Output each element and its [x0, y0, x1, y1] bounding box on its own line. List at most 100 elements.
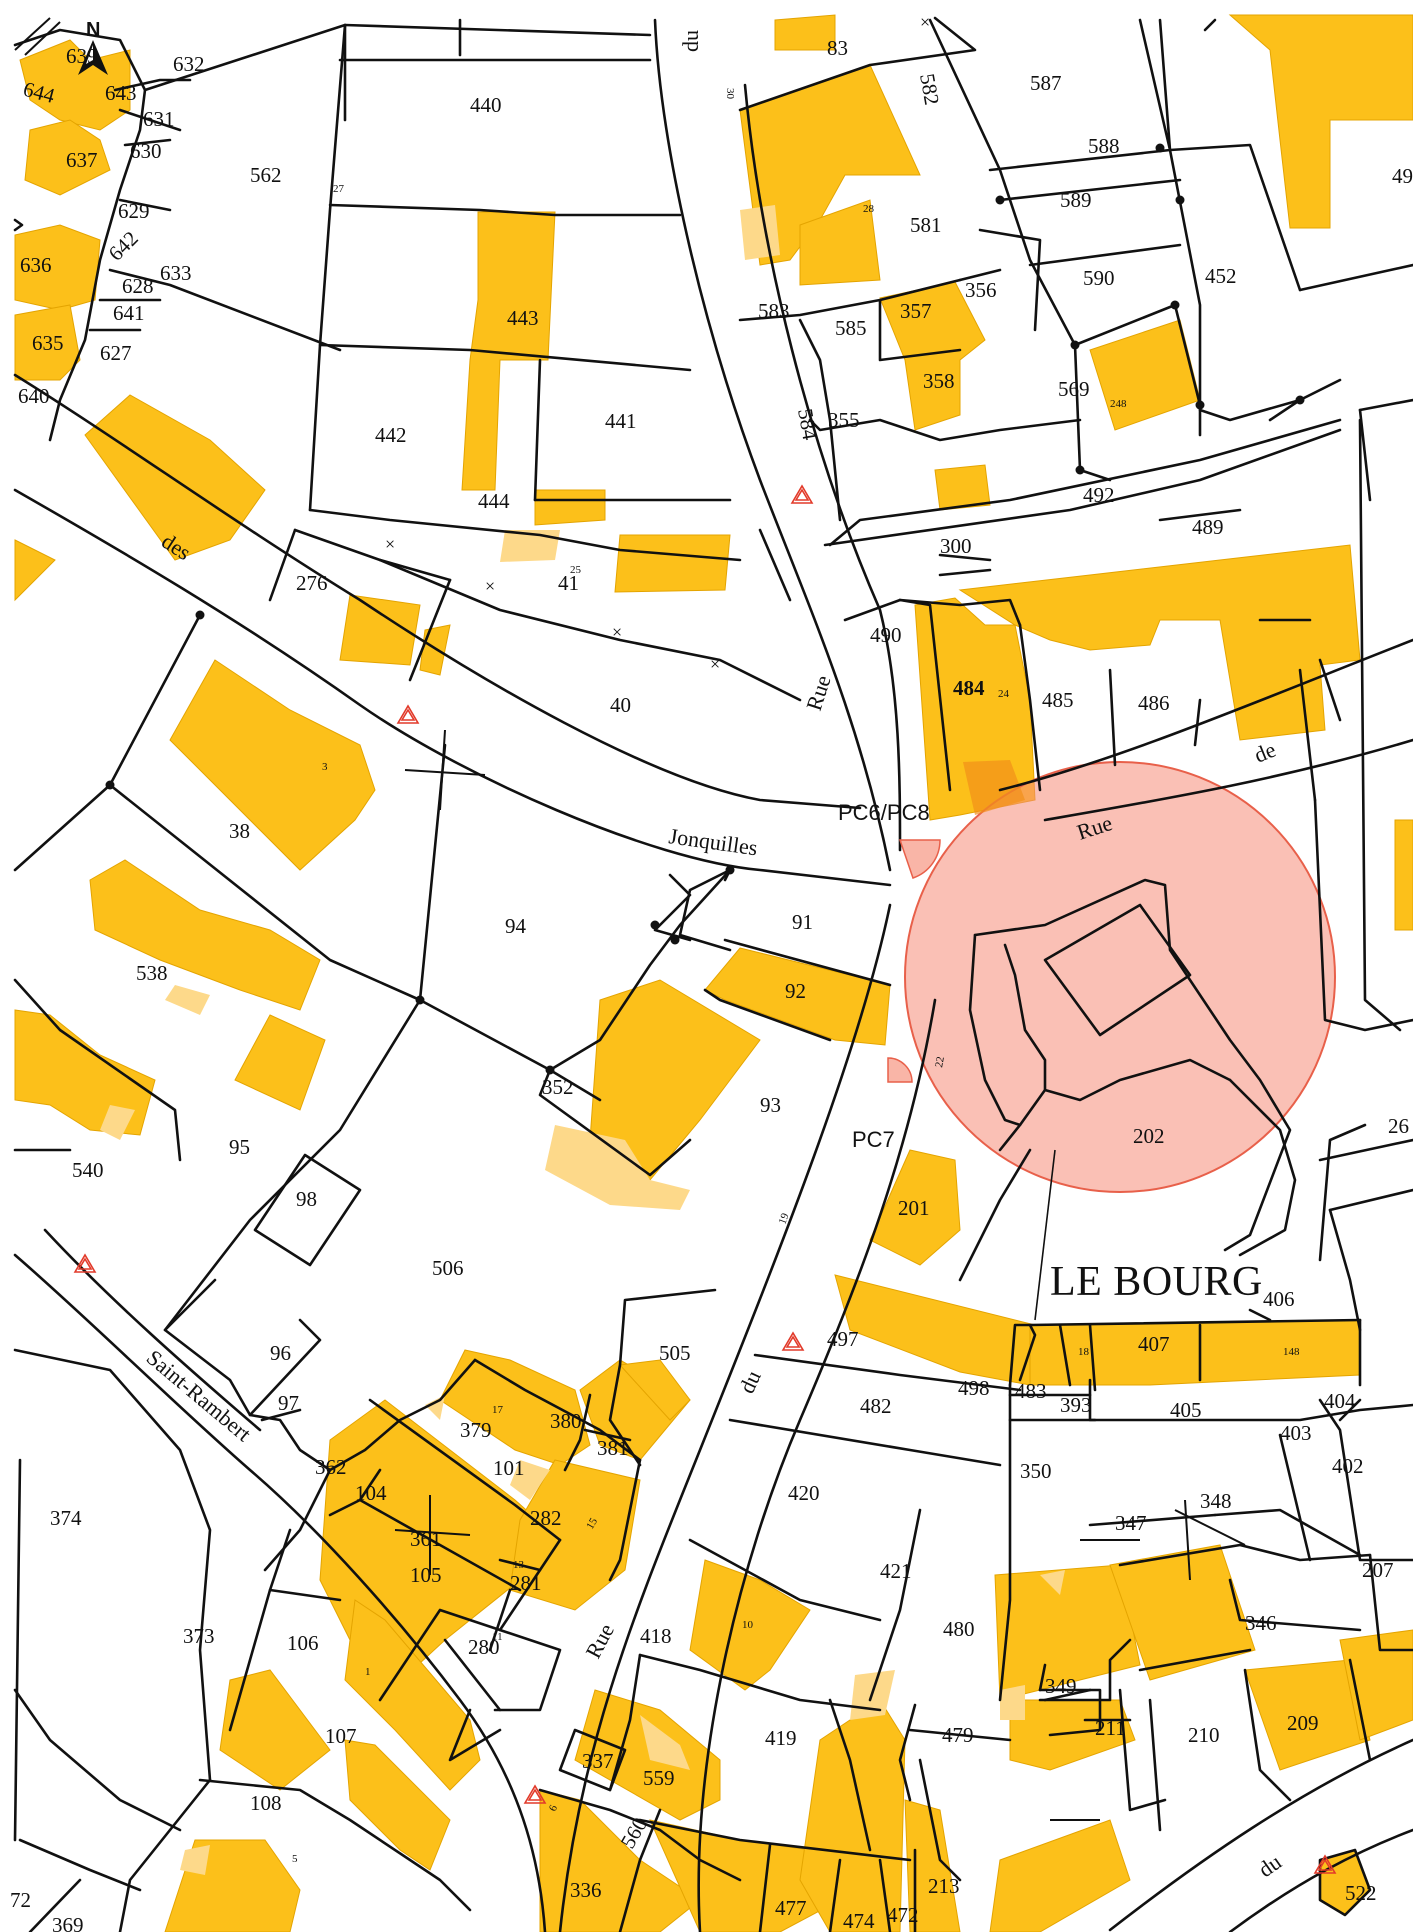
parcel-boundary: [13, 978, 182, 1162]
parcel-number: 479: [942, 1723, 974, 1747]
parcel-number: 98: [296, 1187, 317, 1211]
parcel-number: 355: [828, 408, 860, 432]
parcel-boundary: [1248, 1308, 1272, 1322]
parcel-number: 300: [940, 534, 972, 558]
parcel-number: 381: [597, 1436, 629, 1460]
parcel-number: 350: [1020, 1459, 1052, 1483]
parcel-boundary: [918, 1758, 962, 1882]
hydrant-icon: [73, 1253, 97, 1273]
building: [180, 1845, 210, 1875]
parcel-boundary: [938, 553, 992, 562]
parcel-boundary: [1108, 668, 1117, 767]
parcel-numbers: 639 632 644 643 631 637 630 562 440 83 5…: [10, 36, 1413, 1932]
cross-marker: [1184, 1499, 1191, 1581]
parcel-number: 357: [900, 299, 932, 323]
parcel-number: 403: [1280, 1421, 1312, 1445]
parcel-number: 497: [827, 1327, 859, 1351]
building: [799, 1699, 906, 1932]
street-edge: [998, 638, 1413, 792]
parcel-boundary: [563, 1393, 592, 1472]
parcel-boundary: [1038, 1638, 1132, 1702]
house-number: 6: [547, 1803, 560, 1814]
parcel-boundary: [28, 1878, 82, 1932]
parcel-boundary: [1318, 1138, 1413, 1162]
parcel-number: 538: [136, 961, 168, 985]
house-number: 11: [492, 1631, 503, 1643]
parcel-number: 336: [570, 1878, 602, 1902]
street-edge: [1043, 738, 1413, 822]
parcel-number: 356: [965, 278, 997, 302]
parcel-boundary: [1358, 398, 1413, 412]
parcel-boundary: [998, 178, 1182, 202]
parcel-boundary: [328, 203, 682, 217]
parcel-number: 211: [1095, 1716, 1126, 1740]
parcel-boundary: [1298, 668, 1317, 802]
photo-point-pc6-marker: [898, 839, 941, 879]
parcel-number: 106: [287, 1631, 319, 1655]
parcel-number: 348: [1200, 1489, 1232, 1513]
parcel-number: 104: [355, 1481, 387, 1505]
parcel-boundary: [268, 1588, 342, 1602]
svg-text:×: ×: [920, 12, 930, 32]
parcel-boundary: [1358, 418, 1402, 1032]
parcel-number: 583: [758, 299, 790, 323]
building-486: [958, 544, 1361, 741]
edge-marker: [13, 218, 24, 232]
house-number: 25: [570, 564, 582, 576]
parcel-number: 506: [432, 1256, 464, 1280]
parcel-boundary: [638, 1818, 912, 1862]
parcel-boundary: [368, 1398, 562, 1542]
parcel-boundary: [1148, 1698, 1162, 1832]
parcel-number: 358: [923, 369, 955, 393]
house-number: 18: [1078, 1346, 1090, 1358]
boundary-x-marks: × × × × ×: [385, 12, 930, 674]
building-overlap: [963, 760, 1025, 815]
parcel-boundary: [1028, 1318, 1362, 1327]
house-number: 19: [777, 1211, 792, 1226]
parcel-number: 480: [943, 1617, 975, 1641]
parcel-boundary: [608, 1288, 717, 1467]
parcel-boundary: [1028, 243, 1182, 267]
building: [234, 1014, 326, 1111]
svg-text:×: ×: [710, 654, 720, 674]
street-edge: [13, 1253, 547, 1932]
building: [1000, 1685, 1025, 1720]
parcel-boundary: [618, 1808, 662, 1932]
parcel-boundary: [268, 528, 297, 602]
parcel-boundary: [198, 1778, 472, 1912]
parcel-number: 581: [910, 213, 942, 237]
parcel-boundary: [378, 558, 802, 702]
parcel-boundary: [1278, 1433, 1312, 1562]
buildings: [14, 14, 1413, 1932]
parcel-boundary: [163, 743, 447, 1332]
parcel-number: 441: [605, 409, 637, 433]
building: [740, 205, 780, 260]
building: [534, 489, 606, 526]
building: [1339, 1629, 1413, 1741]
parcel-boundary: [1203, 18, 1217, 32]
boundary-points: [105, 143, 1305, 1075]
parcel-boundary: [1268, 398, 1302, 422]
parcel-boundary: [1318, 1398, 1413, 1562]
parcel-boundary: [753, 1353, 1022, 1392]
parcel-boundary: [1088, 1513, 1217, 1527]
parcel-number: 419: [765, 1726, 797, 1750]
parcel-number: 105: [410, 1563, 442, 1587]
parcel-number: 201: [898, 1196, 930, 1220]
hatch: [24, 21, 61, 56]
parcel-number: 40: [610, 693, 631, 717]
parcel-boundary: [738, 16, 977, 112]
parcel-number: 91: [792, 910, 813, 934]
parcel-boundary: [118, 1778, 212, 1932]
building: [24, 119, 111, 196]
square-outline: [998, 1123, 1022, 1152]
square-outline: [973, 878, 1292, 1252]
building: [614, 534, 731, 593]
parcel-number: 582: [915, 72, 944, 107]
parcel-number: 490: [870, 623, 902, 647]
parcel-boundary: [1038, 1663, 1047, 1692]
parcel-number: 282: [530, 1506, 562, 1530]
parcel-number: 444: [478, 489, 510, 513]
parcel-boundary: [843, 598, 1022, 627]
